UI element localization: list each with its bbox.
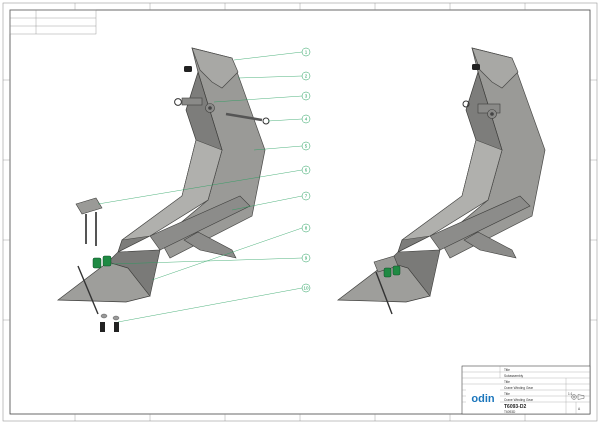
right-foot [463,231,517,259]
balloon [301,191,311,201]
tie-rod [77,265,99,315]
balloon [301,223,311,233]
leader-lines [97,51,303,323]
sheet-scale: 1:1 [568,392,573,396]
bushings [383,265,401,278]
tie-rod [375,271,393,315]
balloon-label: 2 [305,74,308,79]
balloon-labels: 1 2 3 4 5 6 7 8 9 10 [303,50,309,291]
balloon-label: 7 [305,194,308,199]
balloon-group [301,47,311,293]
balloon [301,141,311,151]
hinge-pin [462,100,501,119]
projection-symbol [571,394,585,400]
lower-rail [429,195,531,251]
balloon [301,253,311,263]
title-row: Crane Winding Gear [504,386,534,390]
clamp-bracket [75,197,103,246]
assembled-view [336,47,546,315]
balloon-label: 6 [305,168,308,173]
balloon-label: 1 [305,50,308,55]
bushings [92,255,112,269]
top-knob [472,64,480,70]
title-row: Title [504,380,510,384]
balloon-label: 10 [303,286,309,291]
part-code: T6093D [504,410,516,414]
balloon [301,71,311,81]
right-foot [183,231,237,259]
balloon-label: 8 [305,226,308,231]
balloon [301,165,311,175]
lower-rail [149,195,251,251]
fasteners [100,313,120,332]
border-ticks [3,3,597,421]
title-block: Title Subassembly Title Crane Winding Ge… [461,365,591,415]
base-plate-side [107,249,161,297]
title-row: Title [504,368,510,372]
title-row: Crane Winding Gear [504,398,534,402]
drawing-number: T6093-D2 [504,404,526,410]
upper-head [191,47,239,89]
balloon [301,283,311,293]
balloon-label: 5 [305,144,308,149]
title-row: Subassembly [504,374,524,378]
balloon [301,114,311,124]
exploded-view: 1 2 3 4 5 6 7 8 9 10 [56,47,311,332]
balloon [301,47,311,57]
revision: A [578,407,581,411]
company-logo-text: odin [471,393,494,405]
base-plate-side [387,249,441,297]
company-logo [466,388,500,408]
title-row: Title [504,392,510,396]
upper-head [471,47,519,89]
balloon [301,91,311,101]
balloon-label: 4 [305,117,308,122]
balloon-label: 3 [305,94,308,99]
balloon-label: 9 [305,256,308,261]
hinge-pin [174,97,270,125]
top-knob [184,66,192,72]
revision-block [9,9,97,35]
